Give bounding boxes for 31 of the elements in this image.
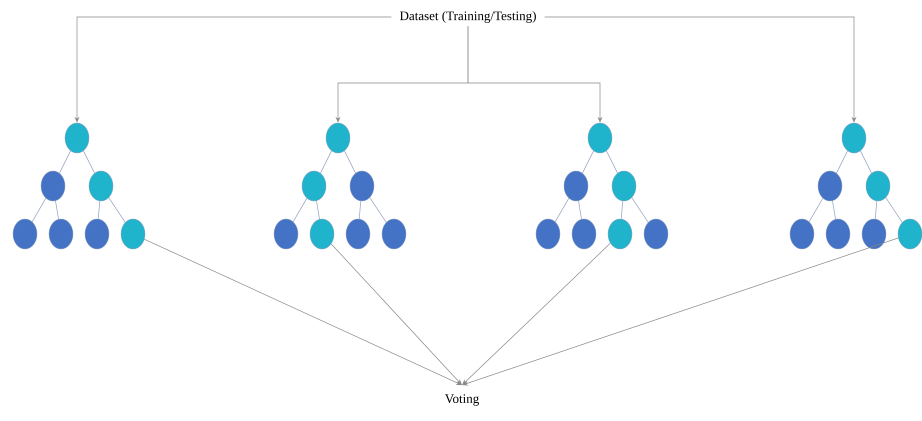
tree-node-circle	[826, 218, 850, 250]
tree-node-circle	[12, 218, 38, 250]
tree-node-circle	[310, 218, 334, 250]
tree-node-circle	[842, 122, 866, 154]
tree-node-circle	[644, 218, 668, 250]
tree-node-circle	[84, 218, 110, 250]
tree-node-circle	[866, 170, 890, 202]
tree-node-circle	[88, 170, 114, 202]
tree-node-circle	[818, 170, 842, 202]
label-text: Voting	[444, 394, 479, 406]
tree-node-circle	[564, 170, 588, 202]
tree-node-circle	[326, 122, 350, 154]
tree-node-circle	[274, 218, 298, 250]
tree-node-circle	[302, 170, 326, 202]
tree-node-circle	[346, 218, 370, 250]
tree-node-circle	[536, 218, 560, 250]
label-text: Dataset (Training/Testing)	[400, 11, 536, 23]
tree-node-circle	[120, 218, 146, 250]
tree-node-circle	[588, 122, 612, 154]
tree-node-circle	[898, 218, 922, 250]
arrow	[144, 238, 462, 386]
tree-node-circle	[382, 218, 406, 250]
tree-node-circle	[64, 122, 90, 154]
tree-node-circle	[40, 170, 66, 202]
tree-node-circle	[350, 170, 374, 202]
tree-node-circle	[612, 170, 636, 202]
tree-node-circle	[862, 218, 886, 250]
tree-node-circle	[608, 218, 632, 250]
tree-node-circle	[572, 218, 596, 250]
tree-node-circle	[790, 218, 814, 250]
tree-node-circle	[48, 218, 74, 250]
